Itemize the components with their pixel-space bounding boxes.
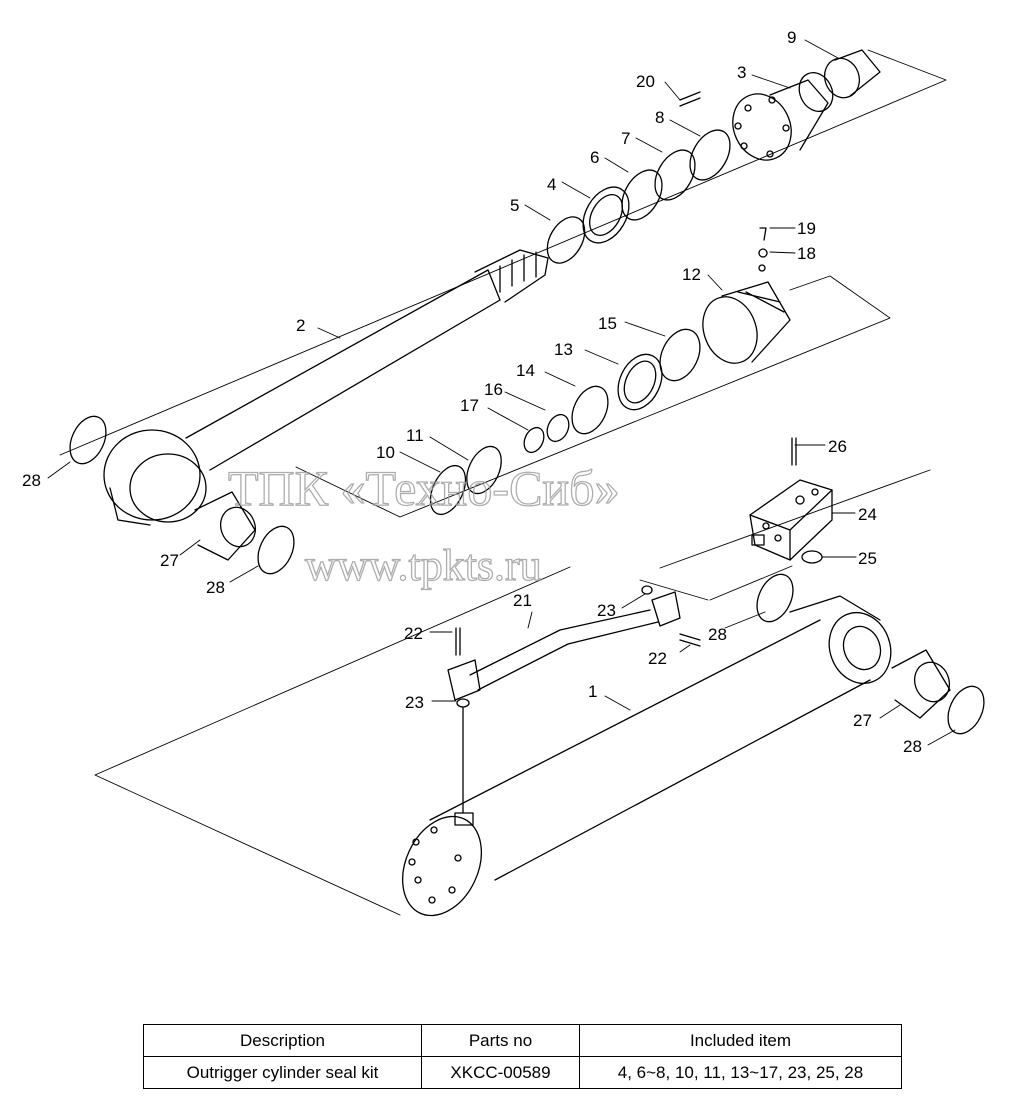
callout-15: 15 <box>598 314 617 333</box>
pipe <box>447 591 681 701</box>
callout-3: 3 <box>737 63 746 82</box>
watermark-company: ТПК «Техно-Сиб» <box>228 460 620 516</box>
callout-19: 19 <box>797 219 816 238</box>
cell-description: Outrigger cylinder seal kit <box>143 1056 422 1089</box>
rod-gland <box>732 72 834 161</box>
callout-16: 16 <box>484 380 503 399</box>
cell-parts-no: XKCC-00589 <box>421 1056 580 1089</box>
callout-18: 18 <box>797 244 816 263</box>
callout-9: 9 <box>787 28 796 47</box>
seal-kit-table: Description Parts no Included item Outri… <box>143 1024 902 1089</box>
rod-seal-rings <box>546 129 731 264</box>
callout-10: 10 <box>376 443 395 462</box>
table-row: Outrigger cylinder seal kit XKCC-00589 4… <box>143 1056 902 1089</box>
header-description: Description <box>143 1024 422 1057</box>
callout-17: 17 <box>460 396 479 415</box>
callout-4: 4 <box>547 175 556 194</box>
piston-seal-rings <box>429 328 701 516</box>
exploded-parts-diagram: ТПК «Техно-Сиб» www.tpkts.ru 1 2 3 4 5 6… <box>22 28 985 917</box>
callout-14: 14 <box>516 361 535 380</box>
callout-22a: 22 <box>404 624 423 643</box>
table-header-row: Description Parts no Included item <box>143 1024 902 1057</box>
valve-block <box>749 479 833 561</box>
callout-28b: 28 <box>206 578 225 597</box>
piston-rod <box>103 249 549 526</box>
header-included-item: Included item <box>579 1024 902 1057</box>
leader-lines <box>47 39 956 746</box>
callout-22b: 22 <box>648 649 667 668</box>
header-parts-no: Parts no <box>421 1024 580 1057</box>
callout-11: 11 <box>406 426 424 445</box>
callout-labels: 1 2 3 4 5 6 7 8 9 10 11 12 13 14 15 16 1… <box>22 28 922 756</box>
callout-26: 26 <box>828 437 847 456</box>
cell-included-item: 4, 6~8, 10, 11, 13~17, 23, 25, 28 <box>579 1056 902 1089</box>
callout-23b: 23 <box>405 693 424 712</box>
callout-24: 24 <box>858 505 877 524</box>
bolts-and-orings <box>455 91 823 814</box>
callout-1: 1 <box>588 682 597 701</box>
cylinder-tube <box>402 595 892 917</box>
callout-28d: 28 <box>903 737 922 756</box>
callout-13: 13 <box>554 340 573 359</box>
piston <box>702 264 791 364</box>
bushing-9 <box>823 49 881 99</box>
callout-12: 12 <box>682 265 701 284</box>
callout-8: 8 <box>655 108 664 127</box>
callout-7: 7 <box>621 129 630 148</box>
callout-28c: 28 <box>708 625 727 644</box>
callout-27b: 27 <box>853 711 872 730</box>
callout-25: 25 <box>858 549 877 568</box>
callout-28a: 28 <box>22 471 41 490</box>
callout-5: 5 <box>510 196 519 215</box>
rod-assembly-outline <box>59 49 947 456</box>
callout-21: 21 <box>513 591 532 610</box>
piston-assembly-outline <box>295 275 891 518</box>
callout-2: 2 <box>296 316 305 335</box>
end-rings <box>69 415 985 735</box>
callout-23a: 23 <box>597 601 616 620</box>
callout-6: 6 <box>590 148 599 167</box>
callout-27a: 27 <box>160 551 179 570</box>
watermark-url: www.tpkts.ru <box>305 541 542 590</box>
callout-20: 20 <box>636 72 655 91</box>
tube-assembly-outline <box>94 469 931 916</box>
